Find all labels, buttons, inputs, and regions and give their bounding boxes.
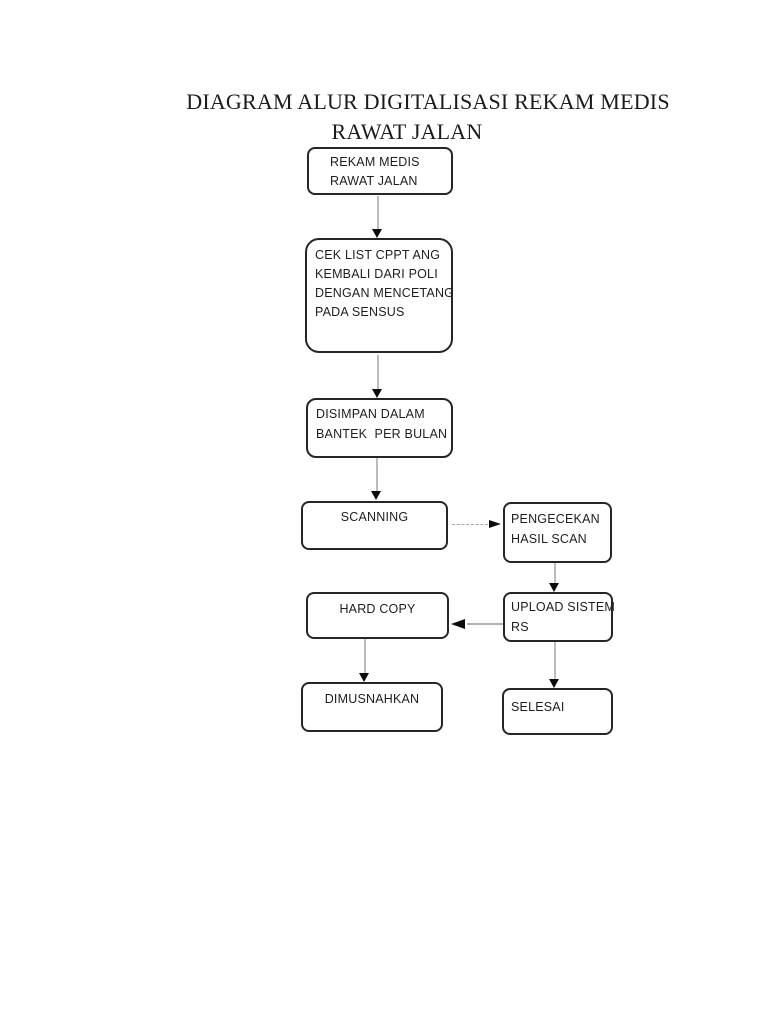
flow-node-cek-list-cppt: CEK LIST CPPT ANG KEMBALI DARI POLI DENG… (305, 238, 455, 353)
arrowhead-down-icon (372, 389, 382, 398)
node-text-line: HARD COPY (339, 602, 416, 616)
node-text-line: KEMBALI DARI POLI (315, 267, 438, 281)
arrowhead-down-icon (372, 229, 382, 238)
node-text-line: BANTEK PER BULAN (316, 427, 448, 441)
node-text-line: HASIL SCAN (511, 532, 587, 546)
arrowhead-right-icon (489, 520, 501, 528)
node-text-line: DISIMPAN DALAM (316, 407, 425, 421)
node-text-line: DENGAN MENCETANG (315, 286, 455, 300)
arrowhead-down-icon (549, 583, 559, 592)
connector-line (377, 196, 379, 229)
flow-node-hard-copy: HARD COPY (306, 592, 449, 639)
flow-node-rekam-medis: REKAM MEDIS RAWAT JALAN (307, 147, 453, 195)
node-text-line: PADA SENSUS (315, 305, 405, 319)
diagram-title-line-2: RAWAT JALAN (331, 119, 483, 144)
node-text-line: UPLOAD SISTEM (511, 600, 616, 614)
flow-node-upload-sistem-rs: UPLOAD SISTEM RS (503, 592, 616, 642)
diagram-title-line-1: DIAGRAM ALUR DIGITALISASI REKAM MEDIS (186, 89, 670, 114)
node-text-line: REKAM MEDIS (330, 155, 420, 169)
connector-line (554, 563, 556, 583)
flow-node-selesai: SELESAI (502, 688, 613, 735)
node-text-line: CEK LIST CPPT ANG (315, 248, 441, 262)
connector-line (364, 639, 366, 673)
connector-line (376, 458, 378, 491)
flow-node-disimpan-bantek: DISIMPAN DALAM BANTEK PER BULAN (306, 398, 453, 458)
connector-line (467, 623, 503, 625)
arrowhead-left-icon (451, 619, 465, 629)
node-text-line: SCANNING (340, 510, 409, 524)
connector-dashed-line (452, 524, 488, 525)
flow-node-scanning: SCANNING (301, 501, 448, 550)
connector-line (377, 355, 379, 389)
arrowhead-down-icon (359, 673, 369, 682)
node-text-line: DIMUSNAHKAN (324, 692, 420, 706)
node-text-line: RAWAT JALAN (330, 174, 418, 188)
arrowhead-down-icon (549, 679, 559, 688)
node-text-line: SELESAI (511, 700, 565, 714)
node-text-line: RS (511, 620, 529, 634)
arrowhead-down-icon (371, 491, 381, 500)
flow-node-dimusnahkan: DIMUSNAHKAN (301, 682, 443, 732)
node-text-line: PENGECEKAN (511, 512, 600, 526)
flow-node-pengecekan-hasil-scan: PENGECEKAN HASIL SCAN (503, 502, 612, 563)
connector-line (554, 642, 556, 679)
